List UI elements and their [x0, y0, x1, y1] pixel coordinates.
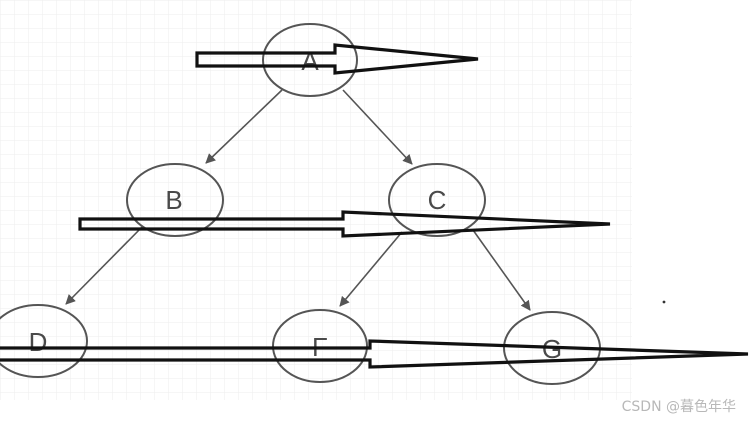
- level-2-traversal-arrow: [78, 210, 611, 238]
- node-circle: [272, 309, 368, 383]
- edge-C-G: [472, 229, 531, 311]
- edges-layer: [65, 89, 531, 311]
- node-label-D: D: [29, 327, 48, 357]
- node-label-A: A: [301, 46, 319, 76]
- tree-node-C: C: [388, 163, 486, 237]
- stray-dot: [662, 300, 666, 304]
- level-arrows-layer: [0, 43, 749, 369]
- node-circle: [126, 163, 224, 237]
- node-circle: [388, 163, 486, 237]
- edge-C-F: [339, 231, 403, 307]
- node-circle: [262, 23, 358, 97]
- level-1-traversal-arrow: [195, 43, 479, 75]
- edge-A-B: [205, 89, 283, 164]
- edge-A-C: [342, 89, 413, 165]
- csdn-watermark: CSDN @暮色年华: [621, 399, 736, 415]
- node-label-B: B: [165, 185, 182, 215]
- node-circle: [0, 304, 88, 378]
- edge-B-D: [65, 225, 144, 305]
- node-label-C: C: [428, 185, 447, 215]
- node-label-G: G: [542, 334, 562, 364]
- level-3-traversal-arrow: [0, 339, 749, 369]
- tree-node-B: B: [126, 163, 224, 237]
